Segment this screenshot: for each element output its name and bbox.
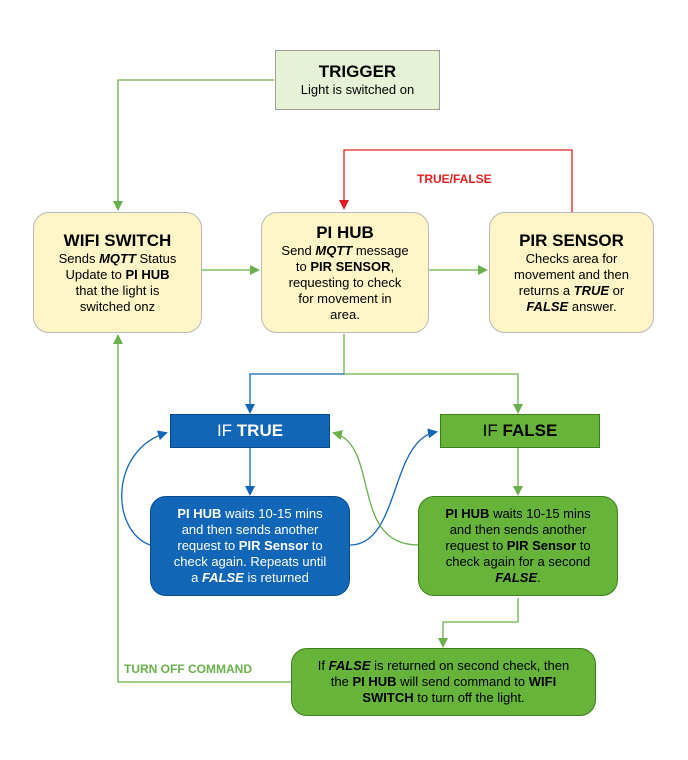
- pir-sensor-line-1: Checks area for: [525, 250, 618, 266]
- pi-hub-line-4: for movement in: [298, 290, 392, 306]
- pi-hub-title: PI HUB: [316, 222, 374, 242]
- trigger-title: TRIGGER: [318, 62, 397, 81]
- wifi-switch-line-4: switched onz: [79, 298, 156, 314]
- true-action-line-2: and then sends another: [181, 522, 319, 537]
- pir-sensor-line-3: returns a TRUE or: [518, 282, 625, 298]
- edge-split-to-false: [344, 373, 523, 414]
- pir-sensor-line-2: movement and then: [514, 266, 629, 282]
- trigger-text: Light is switched on: [300, 82, 415, 97]
- pi-hub-line-1: Send MQTT message: [281, 242, 409, 258]
- wifi-switch-line-3: that the light is: [75, 282, 160, 298]
- edge-false-to-final: [438, 598, 519, 648]
- true-action-line-4: check again. Repeats until: [173, 554, 327, 569]
- false-action-line-1: PI HUB waits 10-15 mins: [445, 506, 591, 521]
- true-action-node: PI HUB waits 10-15 mins and then sends a…: [150, 496, 350, 596]
- edge-split-to-true: [245, 373, 344, 414]
- final-line-1: If FALSE is returned on second check, th…: [317, 658, 570, 673]
- wifi-switch-line-2: Update to PI HUB: [65, 266, 170, 282]
- pir-sensor-node: PIR SENSOR Checks area for movement and …: [489, 212, 654, 333]
- false-action-node: PI HUB waits 10-15 mins and then sends a…: [418, 496, 618, 596]
- trigger-node: TRIGGER Light is switched on: [275, 50, 440, 110]
- if-true-node: IF TRUE: [170, 414, 330, 448]
- pi-hub-line-5: area.: [330, 306, 360, 322]
- true-action-line-3: request to PIR Sensor to: [177, 538, 323, 553]
- final-line-3: SWITCH to turn off the light.: [362, 690, 525, 705]
- edge-false-to-iftrue: [332, 430, 419, 546]
- if-false-value: FALSE: [502, 421, 558, 440]
- if-true-prefix: IF: [216, 421, 237, 440]
- false-action-line-2: and then sends another: [449, 522, 587, 537]
- turn-off-command-label: TURN OFF COMMAND: [124, 662, 252, 676]
- pi-hub-line-2: to PIR SENSOR,: [295, 258, 395, 274]
- if-false-prefix: IF: [482, 421, 503, 440]
- true-action-line-5: a FALSE is returned: [191, 570, 309, 585]
- true-false-label: TRUE/FALSE: [417, 172, 492, 186]
- if-true-value: TRUE: [236, 421, 284, 440]
- final-line-2: the PI HUB will send command to WIFI: [330, 674, 557, 689]
- false-action-line-5: FALSE.: [495, 570, 541, 585]
- wifi-switch-node: WIFI SWITCH Sends MQTT Status Update to …: [33, 212, 202, 333]
- turn-off-node: If FALSE is returned on second check, th…: [291, 648, 596, 716]
- false-action-line-4: check again for a second: [445, 554, 591, 569]
- pi-hub-node: PI HUB Send MQTT message to PIR SENSOR, …: [261, 212, 429, 333]
- false-action-line-3: request to PIR Sensor to: [445, 538, 591, 553]
- edge-pir-to-pihub: [339, 149, 573, 212]
- pir-sensor-line-4: FALSE answer.: [526, 298, 617, 314]
- wifi-switch-line-1: Sends MQTT Status: [58, 250, 177, 266]
- edge-final-to-wifi: [113, 334, 291, 683]
- edge-trigger-to-wifi: [113, 79, 274, 211]
- pi-hub-line-3: requesting to check: [288, 274, 402, 290]
- pir-sensor-title: PIR SENSOR: [519, 230, 624, 250]
- true-action-line-1: PI HUB waits 10-15 mins: [177, 506, 323, 521]
- edge-true-loop: [121, 430, 168, 546]
- wifi-switch-title: WIFI SWITCH: [63, 230, 172, 250]
- if-false-node: IF FALSE: [440, 414, 600, 448]
- edge-true-to-iffalse: [349, 428, 438, 546]
